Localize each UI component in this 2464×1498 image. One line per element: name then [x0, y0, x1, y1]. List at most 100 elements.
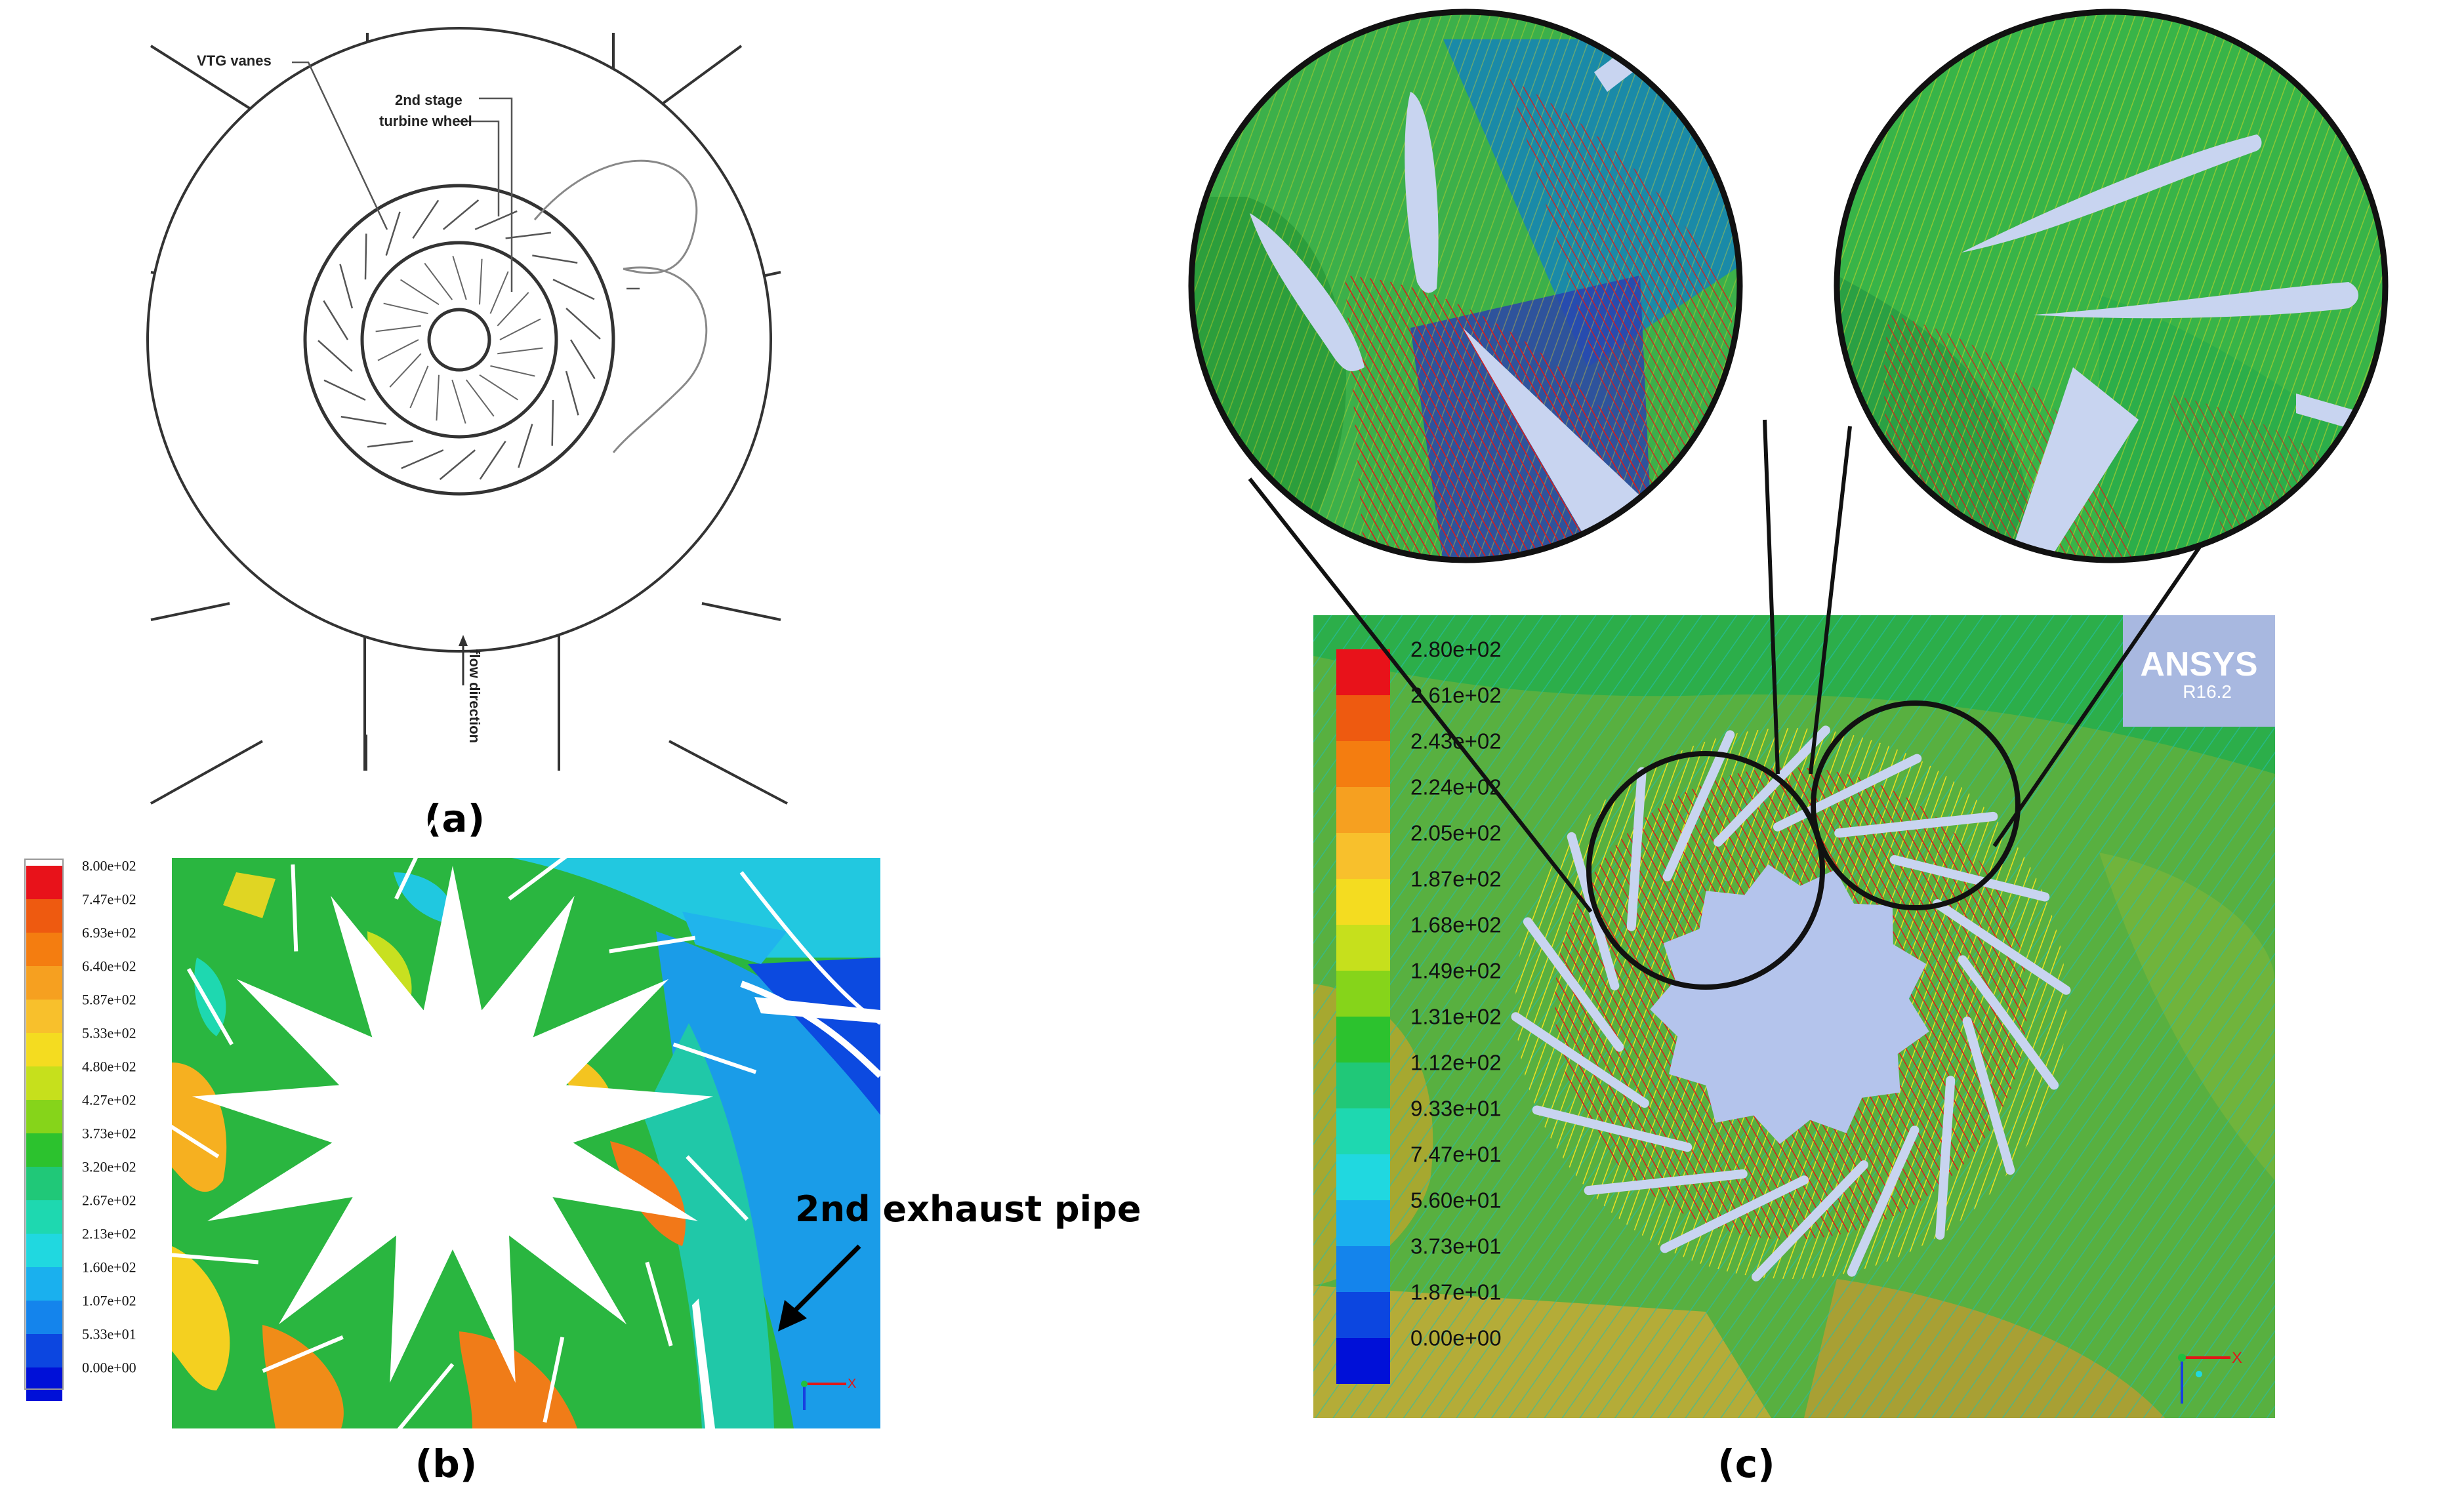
vtg-vane	[1962, 1016, 2015, 1175]
legend-tick-label: 2.80e+02	[1410, 638, 1502, 662]
legend-swatch	[26, 1100, 62, 1133]
legend-swatch	[1336, 741, 1390, 787]
legend-swatch	[1336, 695, 1390, 741]
vtg-vane	[479, 440, 506, 480]
zoom-inset-right-border	[1834, 9, 2389, 563]
axis-label-x-c: X	[2232, 1349, 2242, 1367]
legend-tick-label: 1.12e+02	[1410, 1051, 1502, 1075]
legend-swatch	[26, 933, 62, 966]
vanes-c	[1511, 725, 2071, 1282]
legend-tick-label: 0.00e+00	[82, 1360, 136, 1376]
legend-swatch	[1336, 879, 1390, 925]
caption-a: (a)	[424, 796, 485, 841]
ansys-badge-version: R16.2	[2183, 681, 2232, 702]
vtg-vane	[1847, 1125, 1920, 1277]
vtg-vanes	[318, 199, 601, 480]
label-flow-direction: flow direction	[466, 649, 483, 743]
vtg-vane	[367, 440, 413, 448]
turbine-blades	[375, 256, 543, 424]
flow-arrow-head	[459, 635, 468, 646]
vtg-vane	[551, 399, 554, 446]
volute-outer-circle	[146, 27, 772, 653]
legend-b-frame	[24, 859, 64, 1390]
turbine-blade	[389, 353, 422, 388]
legend-swatch	[26, 966, 62, 1000]
axis-triad-b: X	[801, 1377, 856, 1410]
turbine-blade	[383, 302, 428, 315]
vane-cut	[543, 1337, 565, 1423]
vtg-vane	[1584, 1169, 1748, 1196]
legend-b: 8.00e+027.47e+026.93e+026.40e+025.87e+02…	[24, 858, 136, 1401]
vtg-vane	[443, 199, 480, 230]
ansys-badge-name: ANSYS	[2140, 645, 2257, 683]
legend-tick-label: 1.87e+01	[1410, 1280, 1502, 1305]
label-2nd-stage: 2nd stage	[395, 92, 462, 108]
turbine-blade	[497, 292, 529, 327]
vane-cut	[262, 1335, 344, 1373]
zoom-inset-left	[1191, 12, 1740, 560]
legend-tick-label: 1.07e+02	[82, 1293, 136, 1309]
legend-swatch	[26, 1367, 62, 1401]
vtg-ring-circle	[303, 184, 615, 496]
legend-c-swatches	[1336, 649, 1390, 1384]
vtg-vane	[1626, 767, 1647, 931]
vane-cut	[144, 1108, 220, 1158]
vtg-vane	[323, 300, 349, 340]
legend-swatch	[1336, 1200, 1390, 1246]
legend-swatch	[26, 1167, 62, 1200]
legend-swatch	[1336, 1292, 1390, 1338]
vtg-vane	[1567, 832, 1620, 991]
legend-tick-label: 5.60e+01	[1410, 1188, 1502, 1213]
turbine-blade	[465, 379, 495, 417]
legend-tick-label: 4.80e+02	[82, 1059, 136, 1075]
legend-tick-label: 5.33e+02	[82, 1025, 136, 1042]
legend-swatch	[26, 1066, 62, 1100]
vtg-vane	[1523, 917, 1624, 1052]
turbine-blade	[490, 365, 535, 377]
legend-swatch	[1336, 971, 1390, 1017]
turbine-blade	[436, 374, 440, 421]
vtg-vane	[339, 264, 354, 309]
legend-tick-label: 2.67e+02	[82, 1192, 136, 1209]
legend-swatch	[26, 1267, 62, 1301]
legend-tick-label: 5.87e+02	[82, 992, 136, 1008]
turbine-blade	[479, 258, 483, 305]
zoom-connector-lines	[1248, 419, 2226, 913]
vtg-vane	[569, 339, 596, 380]
legend-swatch	[1336, 1246, 1390, 1292]
vane-cut	[686, 1155, 749, 1221]
vane-cut	[645, 1261, 673, 1346]
legend-b-swatches	[26, 866, 62, 1401]
vtg-vane	[505, 232, 552, 239]
vane-cut	[186, 967, 234, 1045]
vane-cut	[508, 845, 581, 901]
legend-tick-label: 1.60e+02	[82, 1259, 136, 1276]
vtg-vane	[1889, 855, 2050, 902]
legend-swatch	[1336, 833, 1390, 879]
legend-swatch	[1336, 925, 1390, 971]
axis-label-x-b: X	[848, 1377, 856, 1391]
vtg-vane	[1511, 1012, 1649, 1108]
legend-tick-label: 9.33e+01	[1410, 1097, 1502, 1121]
vtg-vane	[1935, 1076, 1956, 1240]
legend-swatch	[26, 1033, 62, 1066]
legend-tick-label: 6.93e+02	[82, 925, 136, 941]
vtg-vane	[1958, 955, 2059, 1090]
vtg-vane	[565, 371, 579, 416]
legend-tick-label: 5.33e+01	[82, 1326, 136, 1343]
legend-tick-label: 2.61e+02	[1410, 683, 1502, 708]
vtg-vane	[474, 210, 518, 230]
vtg-vane	[1714, 725, 1830, 847]
vane-cut	[672, 1042, 757, 1074]
turbine-blade	[452, 256, 467, 300]
label-turbine-wheel: turbine wheel	[379, 113, 472, 129]
vtg-vane	[532, 254, 578, 264]
legend-swatch	[26, 1334, 62, 1367]
label-leader-lines	[292, 61, 640, 292]
panel-b-contour: 8.00e+027.47e+026.93e+026.40e+025.87e+02…	[24, 819, 1141, 1486]
turbine-blade	[377, 339, 419, 361]
axis-triad-c: X	[2178, 1349, 2242, 1404]
legend-tick-label: 1.31e+02	[1410, 1005, 1502, 1029]
vtg-vane	[323, 379, 366, 401]
